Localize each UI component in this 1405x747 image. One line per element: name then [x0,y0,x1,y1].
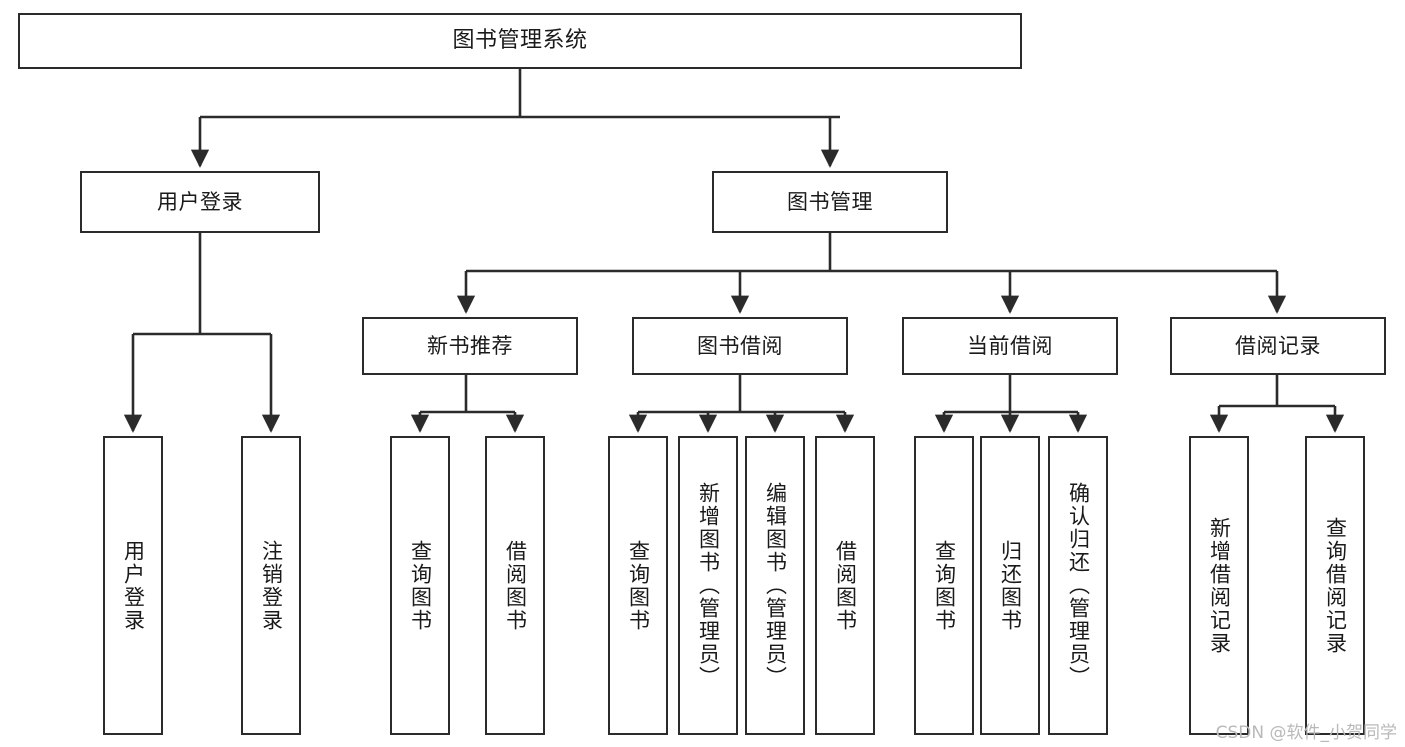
node-user-login[interactable]: 用户登录 [80,171,320,233]
node-leaf-query-book-3[interactable]: 查询图书 [914,436,974,735]
node-book-manage[interactable]: 图书管理 [712,171,948,233]
node-leaf-query-book-1[interactable]: 查询图书 [390,436,450,735]
node-book-borrow-label: 图书借阅 [697,333,783,358]
node-leaf-logout-label: 注销登录 [259,539,284,632]
node-borrow-record-label: 借阅记录 [1235,333,1321,358]
node-new-book-rec-label: 新书推荐 [427,333,513,358]
node-leaf-add-record-label: 新增借阅记录 [1207,516,1232,655]
node-leaf-borrow-book-2[interactable]: 借阅图书 [815,436,875,735]
node-leaf-query-record[interactable]: 查询借阅记录 [1305,436,1365,735]
node-leaf-edit-book-label: 编辑图书（管理员） [763,482,788,689]
node-leaf-edit-book[interactable]: 编辑图书（管理员） [745,436,805,735]
node-leaf-borrow-book-1-label: 借阅图书 [503,539,528,632]
node-leaf-query-book-3-label: 查询图书 [932,539,957,632]
node-leaf-confirm-return-label: 确认归还（管理员） [1066,482,1091,689]
node-leaf-user-login-label: 用户登录 [121,539,146,632]
node-book-borrow[interactable]: 图书借阅 [632,317,848,375]
node-current-borrow-label: 当前借阅 [967,333,1053,358]
node-leaf-add-book[interactable]: 新增图书（管理员） [678,436,738,735]
node-user-login-label: 用户登录 [157,189,243,214]
node-leaf-query-book-2-label: 查询图书 [626,539,651,632]
node-leaf-user-login[interactable]: 用户登录 [103,436,163,735]
node-new-book-rec[interactable]: 新书推荐 [362,317,578,375]
node-borrow-record[interactable]: 借阅记录 [1170,317,1386,375]
node-leaf-borrow-book-2-label: 借阅图书 [833,539,858,632]
node-current-borrow[interactable]: 当前借阅 [902,317,1118,375]
node-leaf-borrow-book-1[interactable]: 借阅图书 [485,436,545,735]
watermark-text: CSDN @软件_小贺同学 [1215,723,1397,743]
node-leaf-logout[interactable]: 注销登录 [241,436,301,735]
node-leaf-add-record[interactable]: 新增借阅记录 [1189,436,1249,735]
node-leaf-confirm-return[interactable]: 确认归还（管理员） [1048,436,1108,735]
node-book-manage-label: 图书管理 [787,189,873,214]
node-leaf-return-book-label: 归还图书 [998,539,1023,632]
node-leaf-add-book-label: 新增图书（管理员） [696,482,721,689]
node-leaf-query-record-label: 查询借阅记录 [1323,516,1348,655]
node-root[interactable]: 图书管理系统 [18,13,1022,69]
node-leaf-query-book-1-label: 查询图书 [408,539,433,632]
node-root-label: 图书管理系统 [452,28,588,54]
node-leaf-query-book-2[interactable]: 查询图书 [608,436,668,735]
node-leaf-return-book[interactable]: 归还图书 [980,436,1040,735]
